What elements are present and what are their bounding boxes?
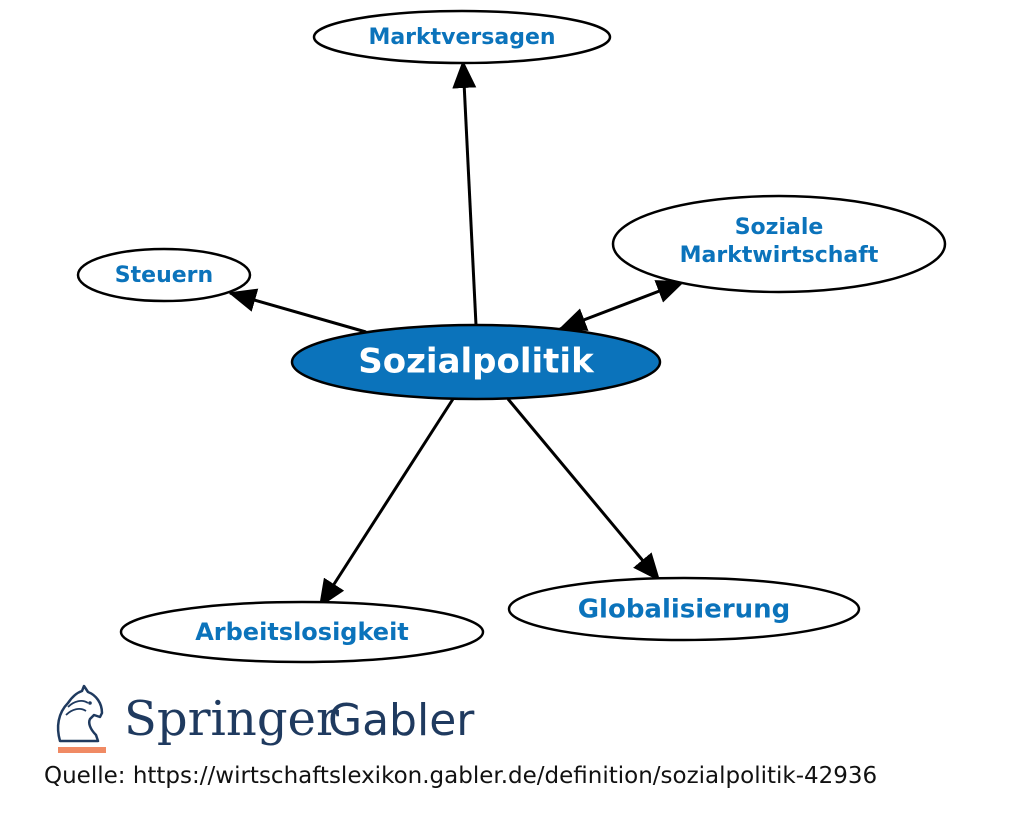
logo-accent-bar (58, 747, 106, 753)
node-steuern-label: Steuern (115, 263, 213, 288)
node-arbeitslosigkeit: Arbeitslosigkeit (119, 600, 485, 664)
edge-to-steuern (228, 288, 367, 334)
knight-horse-icon (56, 684, 106, 753)
source-citation: Quelle: https://wirtschaftslexikon.gable… (44, 763, 878, 789)
node-soziale-marktwirtschaft: Soziale Marktwirtschaft (611, 194, 947, 294)
concept-map: Marktversagen Soziale Marktwirtschaft St… (76, 9, 947, 664)
edge-to-globalisierung (506, 398, 661, 582)
logo-springer-text: Springer (124, 691, 339, 747)
node-marktversagen-label: Marktversagen (368, 25, 555, 50)
node-arbeitslosigkeit-label: Arbeitslosigkeit (195, 618, 409, 646)
node-steuern: Steuern (76, 247, 252, 303)
logo-gabler-text: Gabler (328, 695, 475, 746)
edge-to-arbeitslosigkeit (318, 398, 455, 608)
node-sozialpolitik-label: Sozialpolitik (358, 342, 595, 382)
springer-gabler-logo: Springer Gabler (56, 684, 475, 753)
node-globalisierung: Globalisierung (507, 576, 861, 642)
node-sozialpolitik: Sozialpolitik (290, 323, 662, 401)
node-soziale-marktwirtschaft-line2: Marktwirtschaft (680, 243, 879, 268)
node-globalisierung-label: Globalisierung (578, 595, 791, 625)
edge-to-marktversagen (452, 60, 478, 326)
node-marktversagen: Marktversagen (312, 9, 612, 65)
node-soziale-marktwirtschaft-line1: Soziale (735, 215, 824, 240)
edge-soziale-marktwirtschaft (558, 280, 685, 331)
